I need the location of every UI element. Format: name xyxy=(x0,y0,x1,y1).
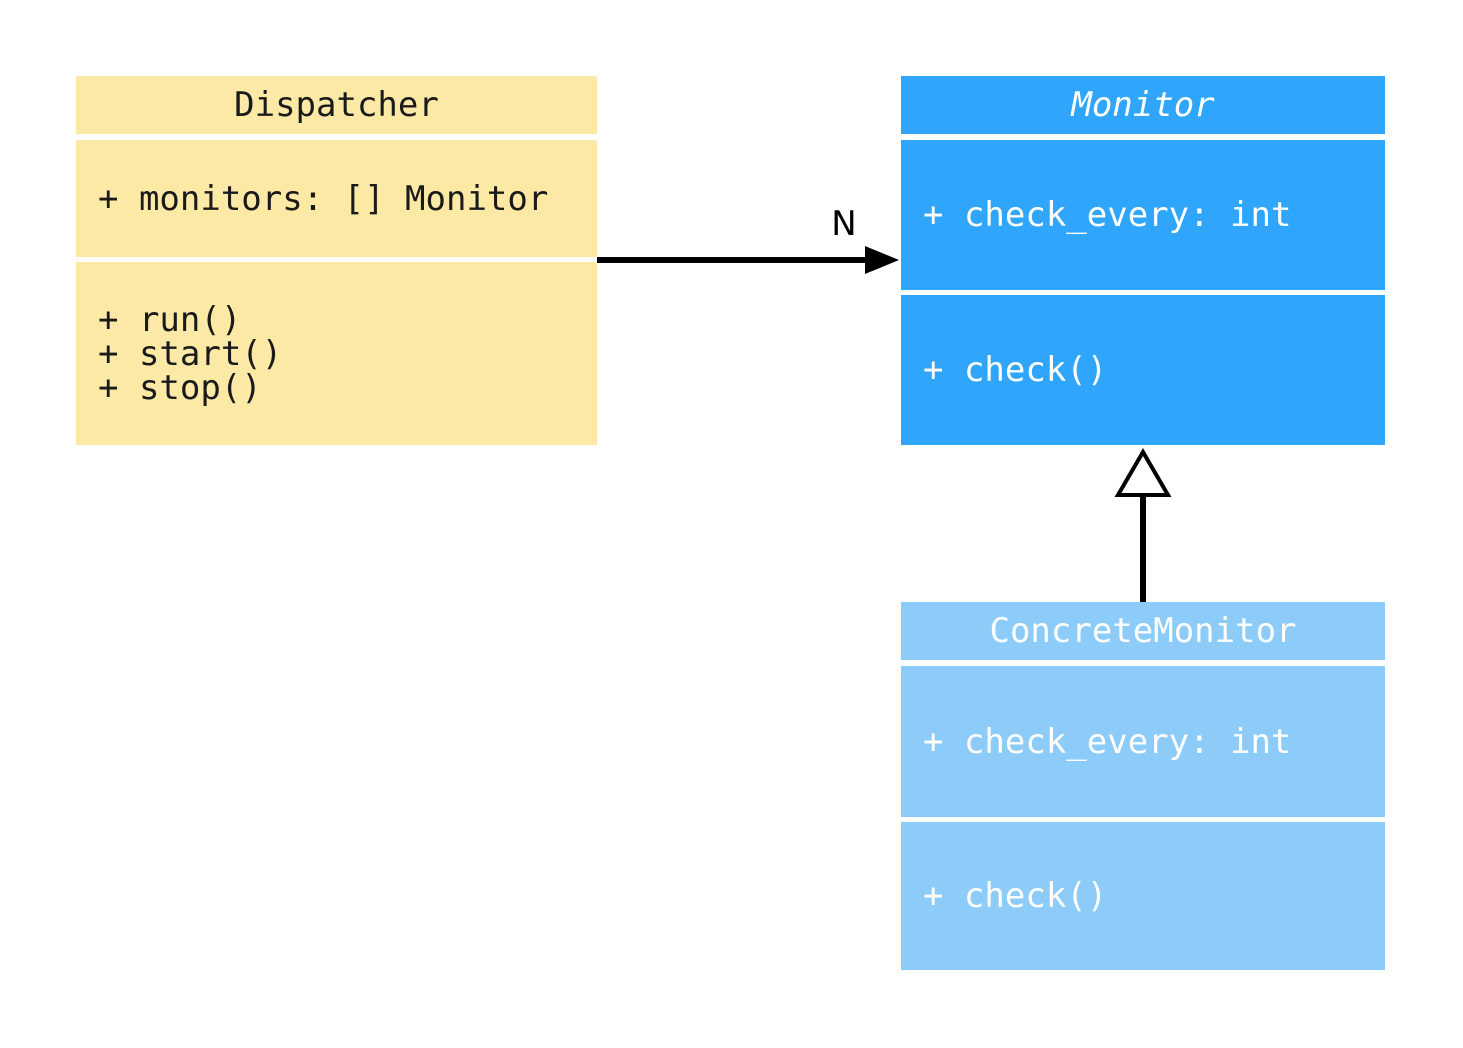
method-text: + check() xyxy=(923,876,1108,916)
class-title-dispatcher: Dispatcher xyxy=(76,76,597,134)
class-title-monitor: Monitor xyxy=(901,76,1385,134)
class-box-concrete-monitor: ConcreteMonitor + check_every: int + che… xyxy=(901,602,1385,970)
attribute-text: + check_every: int xyxy=(923,195,1292,235)
method-text: + start() xyxy=(98,333,283,374)
class-title-concrete-monitor: ConcreteMonitor xyxy=(901,602,1385,660)
association-arrowhead-icon xyxy=(865,246,899,274)
attribute-text: + monitors: [] Monitor xyxy=(98,178,549,219)
class-box-dispatcher: Dispatcher + monitors: [] Monitor + run(… xyxy=(76,76,597,445)
method-text: + stop() xyxy=(98,367,262,408)
methods-compartment-dispatcher: + run() + start() + stop() xyxy=(76,262,597,445)
methods-compartment-concrete-monitor: + check() xyxy=(901,822,1385,970)
attributes-compartment-dispatcher: + monitors: [] Monitor xyxy=(76,140,597,257)
attribute-text: + check_every: int xyxy=(923,721,1292,762)
inheritance-connector-concrete-monitor-monitor xyxy=(1114,448,1172,602)
methods-compartment-monitor: + check() xyxy=(901,295,1385,445)
attributes-compartment-concrete-monitor: + check_every: int xyxy=(901,666,1385,817)
association-connector-dispatcher-monitor xyxy=(597,246,899,274)
inheritance-triangle-icon xyxy=(1114,448,1172,497)
method-text: + check() xyxy=(923,350,1108,390)
attributes-compartment-monitor: + check_every: int xyxy=(901,140,1385,290)
class-box-monitor: Monitor + check_every: int + check() xyxy=(901,76,1385,445)
association-multiplicity-label: N xyxy=(831,204,857,244)
method-text: + run() xyxy=(98,299,242,340)
